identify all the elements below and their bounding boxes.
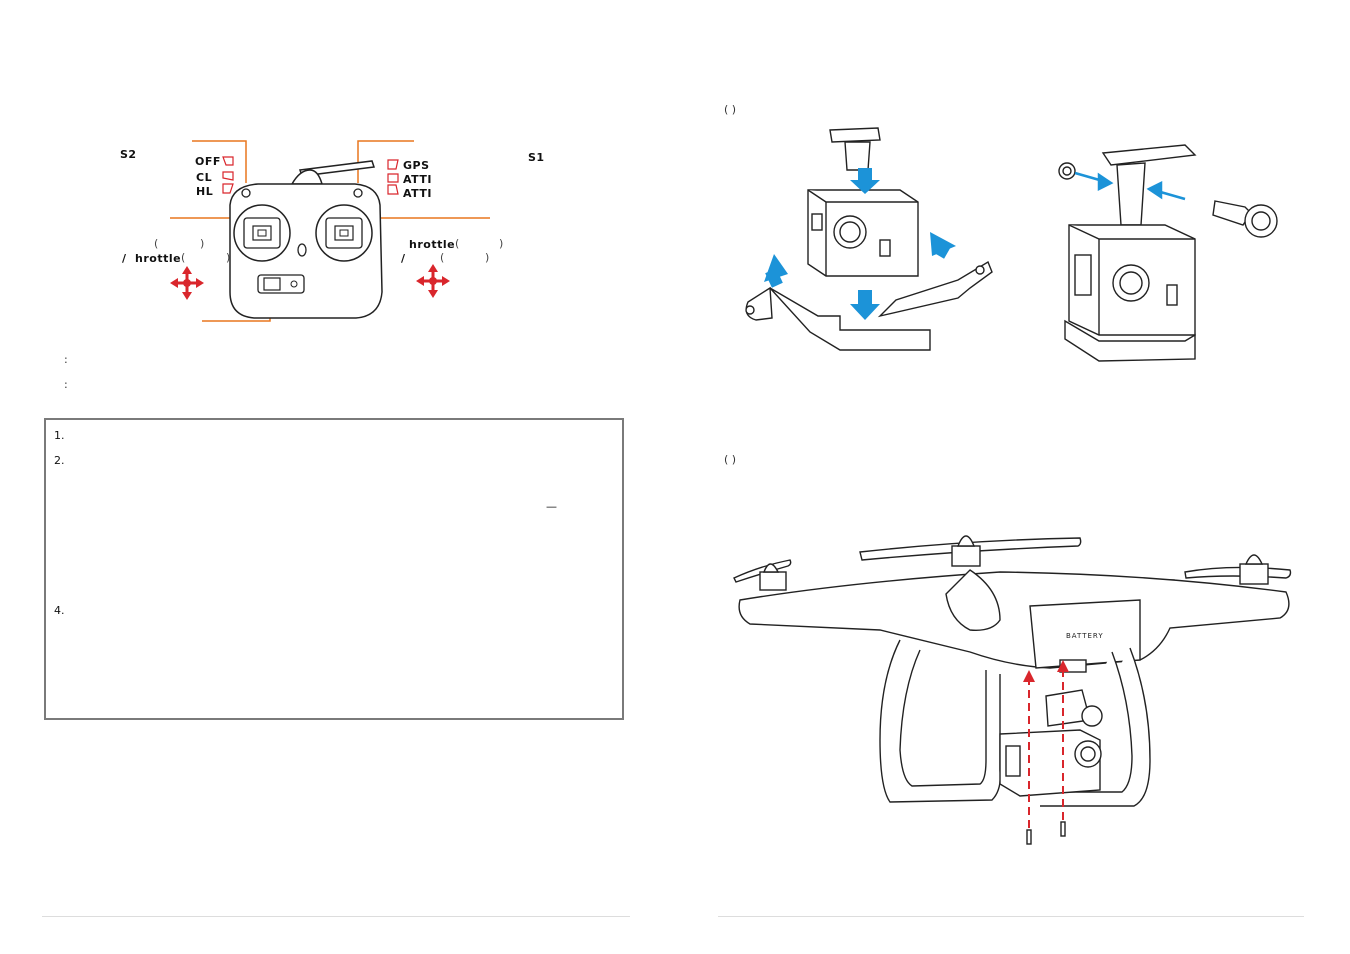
s2-label: S2 (120, 148, 137, 161)
note-number-1: 1. (54, 429, 65, 442)
left-stick-paren-open: ( (154, 237, 159, 250)
left-stick-paren-close: ) (200, 237, 205, 250)
note-dash: — (546, 500, 557, 513)
note-number-4: 4. (54, 604, 65, 617)
step1-parens: ( ) (724, 103, 737, 116)
left-stick-paren-open-2: ( (181, 251, 186, 264)
left-stick-slash: / (122, 252, 127, 265)
switch-hl-label: HL (196, 185, 214, 198)
left-stick-throttle-label: hrottle (135, 252, 182, 265)
right-stick-paren-open: ( (455, 237, 460, 250)
camera-mount-assembled-illustration (1058, 144, 1278, 362)
right-footer-divider (718, 916, 1304, 917)
s1-label: S1 (528, 151, 545, 164)
left-footer-divider (42, 916, 630, 917)
note-colon-2: : (64, 378, 68, 391)
switch-cl-label: CL (196, 171, 213, 184)
right-stick-paren-open-2: ( (440, 251, 445, 264)
switch-off-label: OFF (195, 155, 221, 168)
step2-parens: ( ) (724, 453, 737, 466)
switch-atti-label-2: ATTI (403, 187, 433, 200)
right-stick-paren-close: ) (499, 237, 504, 250)
left-stick-paren-close-2: ) (226, 251, 231, 264)
switch-gps-label: GPS (403, 159, 430, 172)
drone-installation-illustration: BATTERY (733, 535, 1292, 845)
switch-atti-label: ATTI (403, 173, 433, 186)
right-stick-throttle-label: hrottle (409, 238, 456, 251)
right-stick-slash: / (401, 252, 406, 265)
notes-box: 1. 2. — 4. (44, 418, 624, 720)
camera-mount-exploded-illustration (745, 127, 993, 351)
note-number-2: 2. (54, 454, 65, 467)
right-stick-paren-close-2: ) (485, 251, 490, 264)
battery-brand-text: BATTERY (1066, 632, 1104, 640)
note-colon-1: : (64, 353, 68, 366)
remote-controller-illustration (170, 140, 490, 322)
